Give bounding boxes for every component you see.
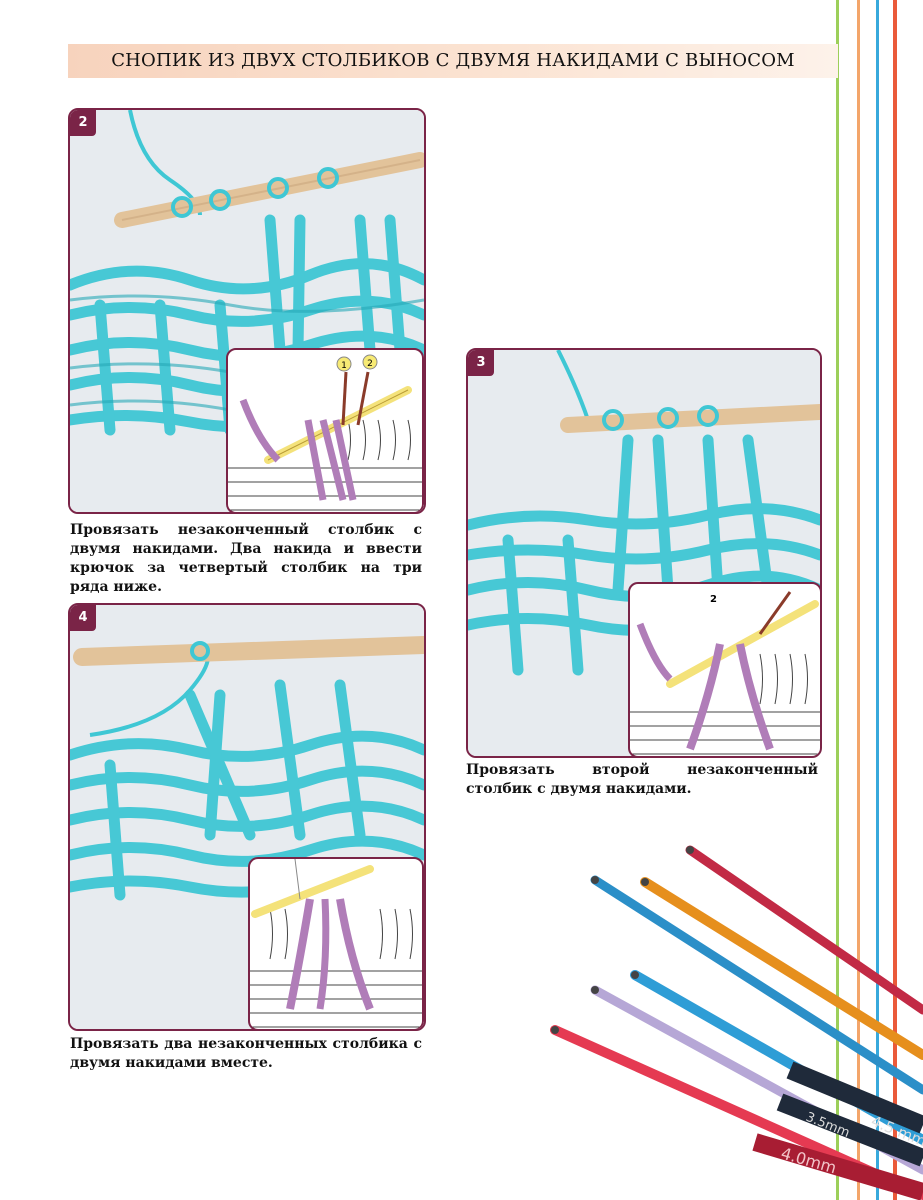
thread-red — [893, 0, 897, 1200]
thread-blue — [876, 0, 879, 1200]
crochet-hooks-illustration: 3.5mm 4.5 mm 4.0mm — [550, 845, 923, 1200]
crochet-diagram — [250, 859, 422, 1028]
diagram-marker-2: 2 — [367, 359, 373, 369]
step-2-badge: 2 — [70, 110, 96, 136]
title-band: СНОПИК ИЗ ДВУХ СТОЛБИКОВ С ДВУМЯ НАКИДАМ… — [68, 44, 838, 78]
step-3-photo: 3 — [466, 348, 822, 758]
thread-green — [836, 0, 839, 1200]
diagram-marker-1: 1 — [341, 361, 347, 371]
diagram-marker-2: 2 — [710, 594, 717, 605]
step-2-caption: Провязать незаконченный столбик с двумя … — [70, 522, 422, 595]
step-2-diagram: 1 2 — [226, 348, 424, 512]
step-2-photo: 2 — [68, 108, 426, 514]
step-4-caption: Провязать два незаконченных столбика с д… — [70, 1036, 422, 1071]
step-4-diagram — [248, 857, 424, 1029]
step-3-caption: Провязать второй незаконченный столбик с… — [466, 762, 818, 797]
page-title: СНОПИК ИЗ ДВУХ СТОЛБИКОВ С ДВУМЯ НАКИДАМ… — [111, 50, 795, 71]
step-3-badge: 3 — [468, 350, 494, 376]
thread-orange-left — [857, 0, 860, 1200]
step-4-photo: 4 — [68, 603, 426, 1031]
crochet-diagram: 2 — [630, 591, 820, 755]
step-3-diagram: 2 — [628, 582, 820, 756]
crochet-diagram: 1 2 — [228, 354, 422, 511]
step-4-badge: 4 — [70, 605, 96, 631]
